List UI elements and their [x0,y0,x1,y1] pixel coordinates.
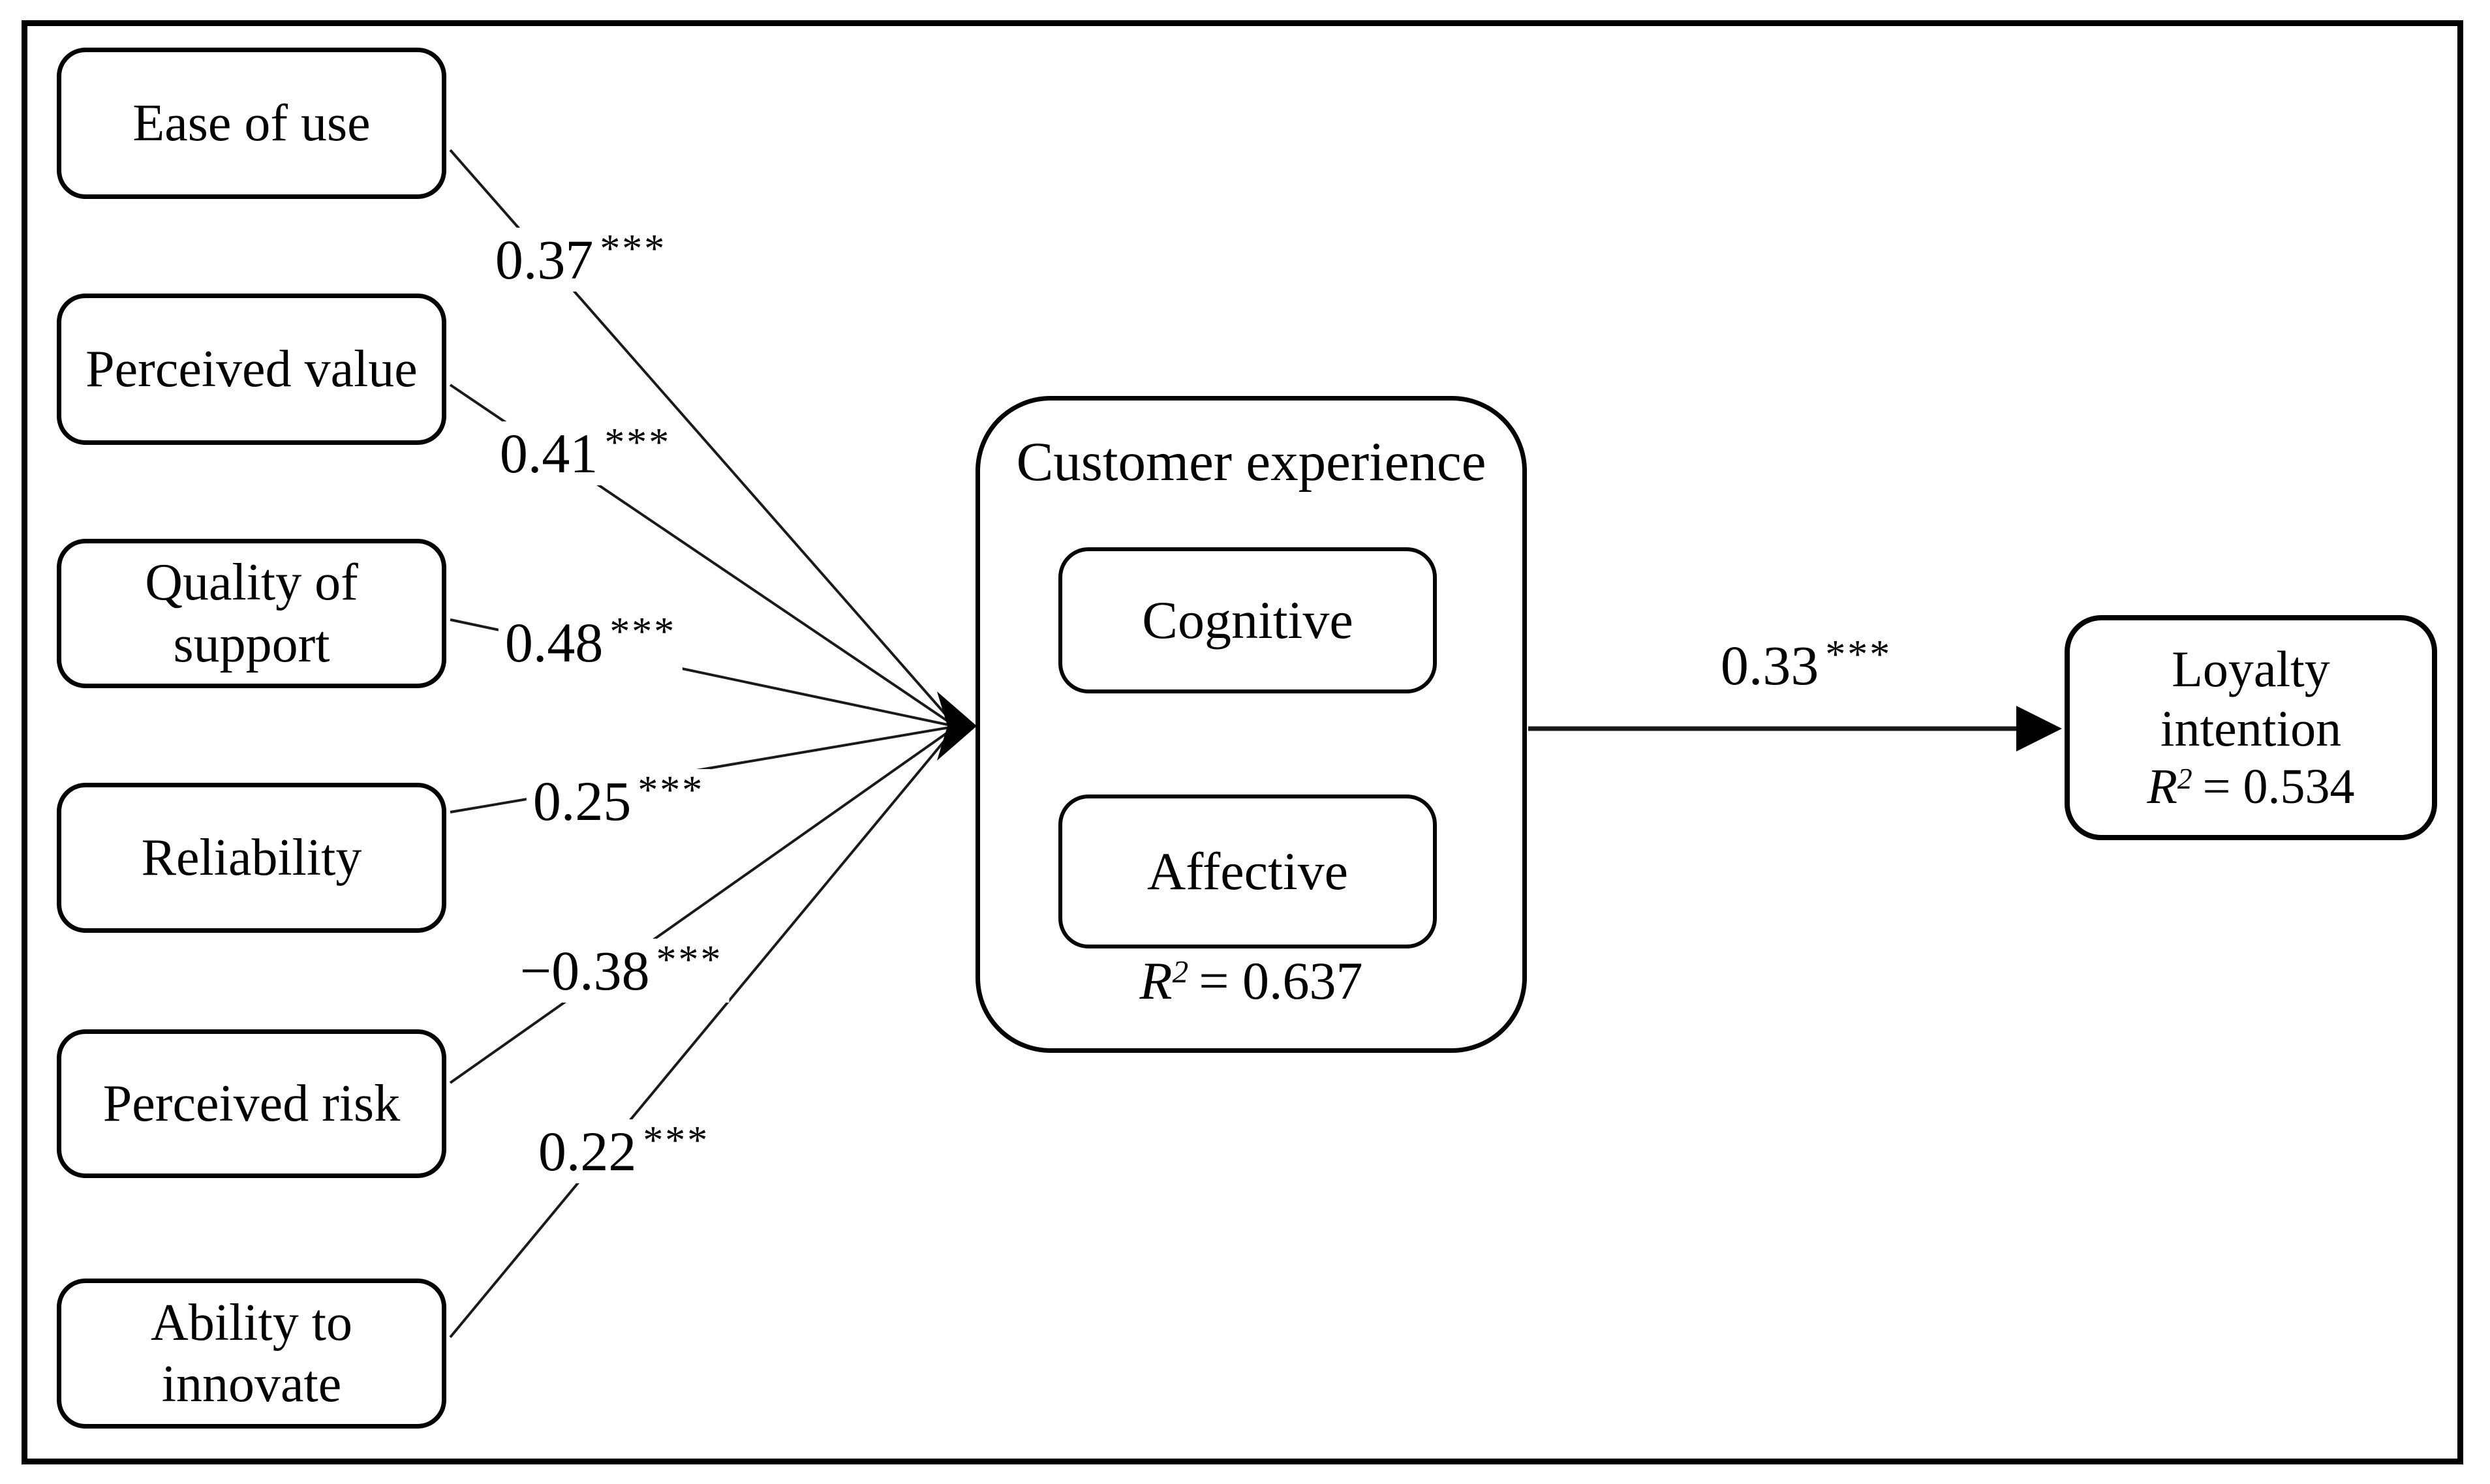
predictor-label: Perceived risk [102,1074,401,1132]
r-symbol: R [2147,759,2177,815]
predictor-label: Reliability [141,828,362,886]
predictor-label: Perceived value [85,340,418,398]
coefficient-value: 0.37 [495,228,594,291]
component-label: Cognitive [1142,590,1353,650]
coefficient-value: 0.41 [499,422,598,485]
coefficient-value: 0.25 [532,770,632,832]
component-box-cognitive: Cognitive [1058,547,1437,693]
r-squared-value: = 0.534 [2202,759,2355,815]
predictor-box-quality-of-support: Quality of support [57,539,446,688]
r-symbol: R [1139,951,1173,1010]
convergence-arrowhead-icon [937,691,977,761]
outcome-label: Loyalty intention [2160,640,2342,757]
significance-stars: *** [609,609,677,654]
significance-stars: *** [638,768,705,812]
predictor-box-reliability: Reliability [57,783,446,933]
path-perceived-risk [449,727,955,1084]
figure-border [22,20,2463,1464]
coefficient-outcome-path: 0.33*** [1714,633,1898,697]
coefficient-quality-of-support: 0.48*** [498,609,683,674]
predictor-label: Quality of support [145,554,358,673]
coefficient-reliability: 0.25*** [526,768,711,833]
mediator-box-customer-experience: Customer experience Cognitive Affective … [976,396,1527,1053]
coefficient-value: 0.22 [538,1120,637,1183]
component-label: Affective [1146,841,1349,901]
mediator-title: Customer experience [1016,431,1486,492]
coefficient-value: −0.38 [519,939,650,1002]
component-box-affective: Affective [1058,795,1437,948]
predictor-label: Ease of use [132,94,371,152]
coefficient-value: 0.48 [504,611,604,674]
r-superscript: 2 [2177,761,2192,795]
r-superscript: 2 [1172,954,1189,990]
coefficient-perceived-risk: −0.38*** [513,937,730,1003]
significance-stars: *** [656,937,723,982]
significance-stars: *** [1825,632,1892,676]
significance-stars: *** [600,226,667,271]
predictor-box-ability-to-innovate: Ability to innovate [57,1279,446,1429]
outcome-box-loyalty-intention: Loyalty intention R2 = 0.534 [2065,615,2437,840]
coefficient-perceived-value: 0.41*** [493,420,678,485]
outcome-r-squared: R2 = 0.534 [2147,758,2354,816]
coefficient-value: 0.33 [1720,634,1819,697]
mediator-r-squared: R2 = 0.637 [980,954,1522,1008]
coefficient-ease-of-use: 0.37*** [488,226,673,292]
coefficient-ability-to-innovate: 0.22*** [531,1118,716,1183]
predictor-box-perceived-value: Perceived value [57,294,446,445]
predictor-label: Ability to innovate [151,1294,352,1413]
path-ability-to-innovate [449,728,955,1339]
predictor-box-perceived-risk: Perceived risk [57,1029,446,1178]
r-squared-value: = 0.637 [1199,951,1363,1010]
outcome-arrowhead-icon [2016,706,2062,751]
significance-stars: *** [643,1118,710,1162]
significance-stars: *** [604,420,671,464]
predictor-box-ease-of-use: Ease of use [57,48,446,199]
